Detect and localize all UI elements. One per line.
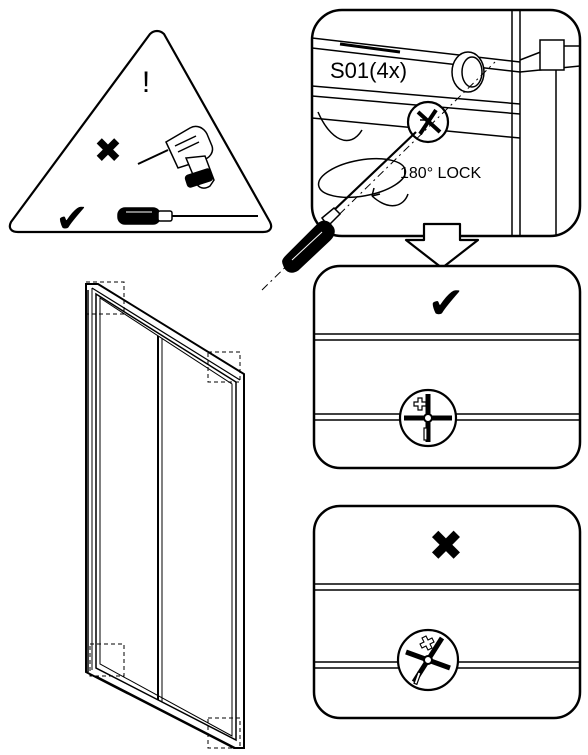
wrong-x-icon: ✖ <box>94 132 123 170</box>
correct-panel: ✔ <box>312 264 582 470</box>
part-label: S01(4x) <box>330 58 407 83</box>
screw-misaligned-icon <box>396 628 460 692</box>
correct-check-icon: ✔ <box>428 279 465 328</box>
down-arrow-icon <box>404 222 480 270</box>
shower-door-panel <box>85 281 245 749</box>
corner-marker-bottom-left <box>89 643 125 677</box>
incorrect-x-icon: ✖ <box>428 522 463 569</box>
screwdriver-tool-icon <box>282 131 417 273</box>
right-check-icon: ✔ <box>55 197 89 241</box>
incorrect-panel: ✖ <box>312 504 582 720</box>
exclamation-mark: ! <box>142 66 150 99</box>
screw-alignment <box>261 61 496 291</box>
screw-aligned-icon <box>398 388 458 448</box>
power-drill-icon <box>137 125 215 189</box>
rotation-label: 180° LOCK <box>400 165 481 182</box>
corner-marker-bottom-right <box>207 717 241 749</box>
screwdriver-icon <box>117 207 258 225</box>
warning-triangle: ! ✖ ✔ <box>8 29 273 241</box>
screw-head-icon <box>406 100 450 144</box>
detail-callout: S01(4x) 180° LOCK <box>310 8 582 238</box>
corner-marker-top-right <box>207 351 241 383</box>
